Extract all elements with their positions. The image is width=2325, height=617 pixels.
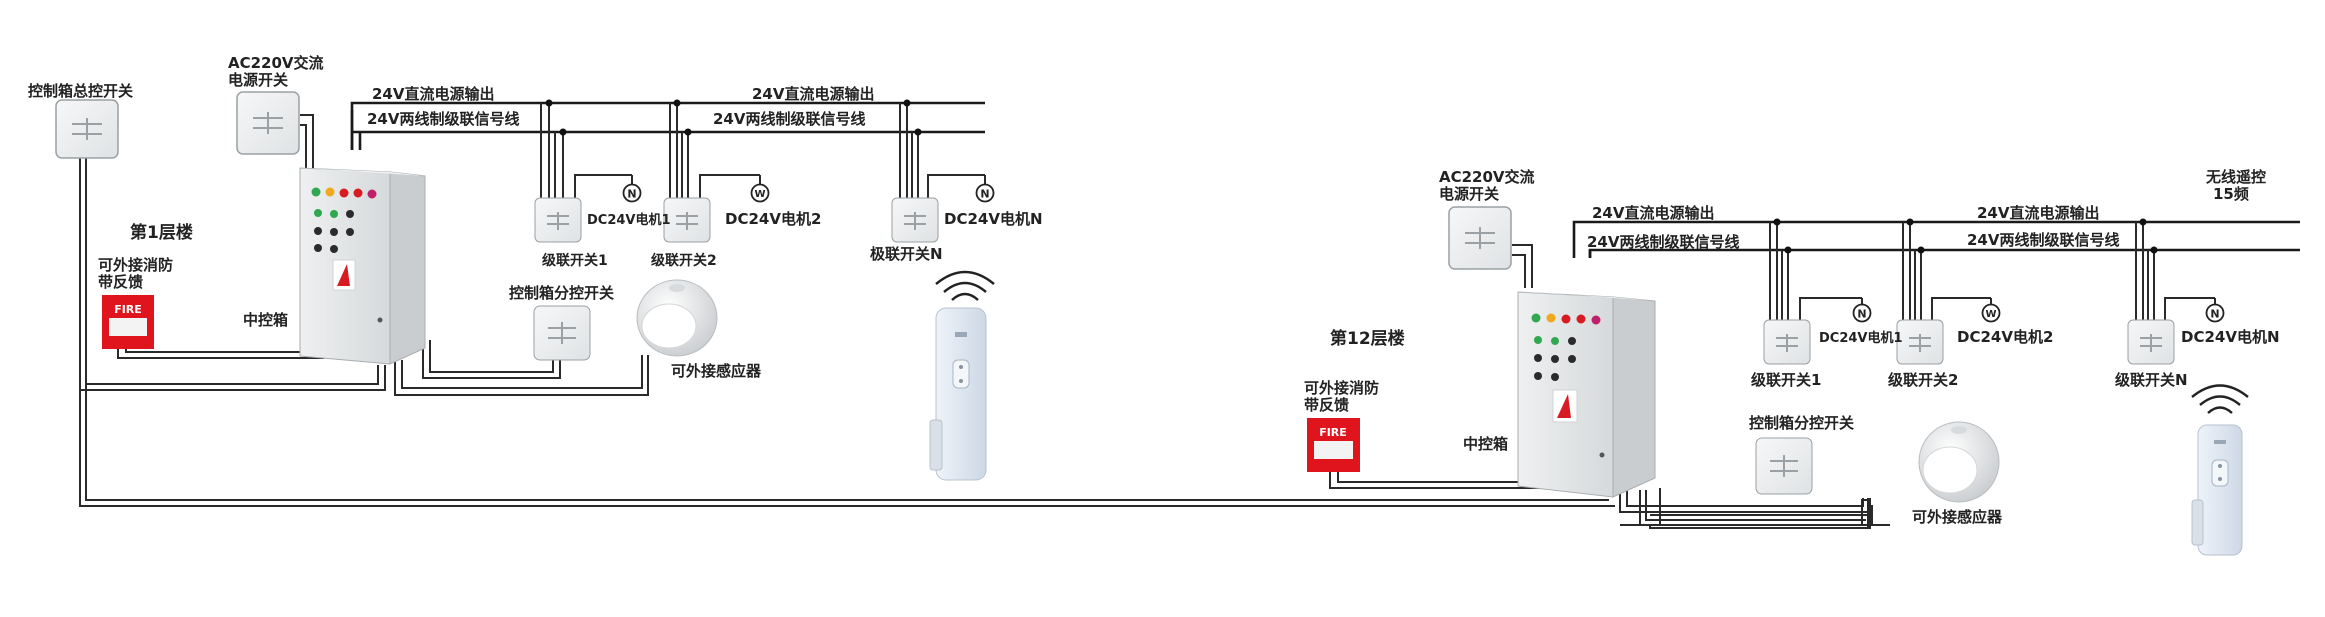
ac-switch-wire [300,124,307,170]
dc-output-label: 24V直流电源输出 [752,85,874,103]
control-box [1517,291,1656,498]
cascade-switch-n[interactable] [2127,319,2175,365]
motor-n-icon: N [975,175,995,203]
cascade-switch-label: 极联开关N [870,245,943,263]
remote-label: 15频 [2213,185,2249,203]
fire-label: 可外接消防 [98,256,173,274]
ac-switch-wire [1512,254,1526,288]
floor1-drops [540,99,985,200]
motor-1-icon: N [622,175,642,203]
motor-1-icon: N [1852,298,1872,323]
panel-switches [314,209,354,253]
fire-button-text: FIRE [1319,426,1347,439]
signal-line-label: 24V两线制级联信号线 [1967,231,2119,249]
master-switch-wire [79,155,386,391]
sensor-label: 可外接感应器 [1912,508,2003,526]
ac-switch-wire [300,114,314,170]
cascade-switch-label: 级联开关1 [542,252,608,269]
panel-switches [1534,336,1576,381]
cascade-switch-n[interactable] [891,197,939,243]
motor-2-label: DC24V电机2 [725,210,821,228]
motor-1-label: DC24V电机1 [1819,330,1903,346]
floor12-drops [1769,218,2215,322]
motor-symbol: W [754,189,765,200]
fire-alarm-button[interactable]: FIRE [1307,418,1360,472]
smoke-sensor[interactable] [1918,421,2000,503]
fire-label: 带反馈 [98,273,143,291]
remote-control[interactable] [2191,424,2243,556]
branch-switch-label: 控制箱分控开关 [509,284,614,302]
fire-button-text: FIRE [114,303,142,316]
master-switch-wire [85,155,379,385]
floor12-bus-lines [1572,220,2300,258]
master-switch[interactable] [55,99,119,159]
control-box [299,167,426,365]
motor-n-icon: N [2205,298,2225,323]
ac-switch-wire [1512,244,1533,288]
motor-n-label: DC24V电机N [944,210,1043,228]
cascade-switch-1[interactable] [534,197,582,243]
dc-output-label: 24V直流电源输出 [372,85,494,103]
controller-label: 中控箱 [1463,435,1508,453]
indicator-lights [311,187,377,199]
cascade-switch-label: 级联开关N [2115,371,2188,389]
fire-alarm-button[interactable]: FIRE [102,295,154,349]
branch-switch-wire [1626,490,1864,507]
motor-symbol: W [1985,309,1996,320]
ac-switch-label: AC220V交流 [228,54,324,72]
motor-1-label: DC24V电机1 [587,212,671,228]
ac-switch-label: 电源开关 [228,71,288,89]
cascade-switch-label: 级联开关2 [1888,371,1958,389]
ac-switch-label: AC220V交流 [1439,168,1535,186]
floor12-diagram: 中控箱 AC220V交流 电源开关 第12层楼 可外接消防 带反馈 FIRE 2… [1304,168,2300,556]
smoke-sensor[interactable] [636,279,718,357]
branch-switch[interactable] [533,305,591,361]
sensor-wire [394,355,649,396]
branch-switch-wire [1619,490,1871,513]
dc-output-label: 24V直流电源输出 [1592,204,1714,222]
branch-switch-label: 控制箱分控开关 [1749,414,1854,432]
ac-power-switch[interactable] [1448,206,1512,270]
branch-switch[interactable] [1755,437,1813,495]
fire-label: 带反馈 [1304,396,1349,414]
signal-line-label: 24V两线制级联信号线 [367,110,519,128]
floor1-bus-lines [350,101,985,150]
fire-label: 可外接消防 [1304,379,1379,397]
wireless-signal-icon [935,270,995,301]
branch-switch-wire [422,340,561,379]
cascade-switch-2[interactable] [663,197,711,243]
remote-label: 无线遥控 [2205,168,2266,186]
logo-icon [1552,389,1578,423]
floor-label: 第12层楼 [1330,328,1405,349]
motor-symbol: N [1857,308,1866,321]
motor-symbol: N [980,188,989,201]
motor-2-label: DC24V电机2 [1957,328,2053,346]
ac-power-switch[interactable] [236,91,300,155]
master-switch-label: 控制箱总控开关 [28,82,133,100]
floor1-diagram: 控制箱总控开关 AC220V交流 电源开关 第1层楼 可外接消防 带反馈 FIR… [28,54,1615,507]
motor-2-icon: W [750,175,770,203]
cascade-switch-1[interactable] [1763,319,1811,365]
cascade-switch-label: 级联开关1 [1751,371,1821,389]
ac-switch-label: 电源开关 [1439,185,1499,203]
wireless-signal-icon [2191,384,2249,414]
indicator-lights [1531,313,1601,325]
signal-line-label: 24V两线制级联信号线 [1587,233,1739,251]
logo-icon [332,259,356,291]
cascade-switch-label: 级联开关2 [651,252,717,269]
motor-symbol: N [2210,308,2219,321]
cascade-switch-2[interactable] [1896,319,1944,365]
motor-symbol: N [627,188,636,201]
sensor-wire [401,355,643,389]
fire-wire [125,335,318,353]
dc-output-label: 24V直流电源输出 [1977,204,2099,222]
controller-label: 中控箱 [243,311,288,329]
remote-control[interactable] [929,307,987,481]
signal-line-label: 24V两线制级联信号线 [713,110,865,128]
floor-label: 第1层楼 [130,222,193,243]
sensor-label: 可外接感应器 [671,362,762,380]
motor-2-icon: W [1981,298,2001,323]
motor-n-label: DC24V电机N [2181,328,2280,346]
